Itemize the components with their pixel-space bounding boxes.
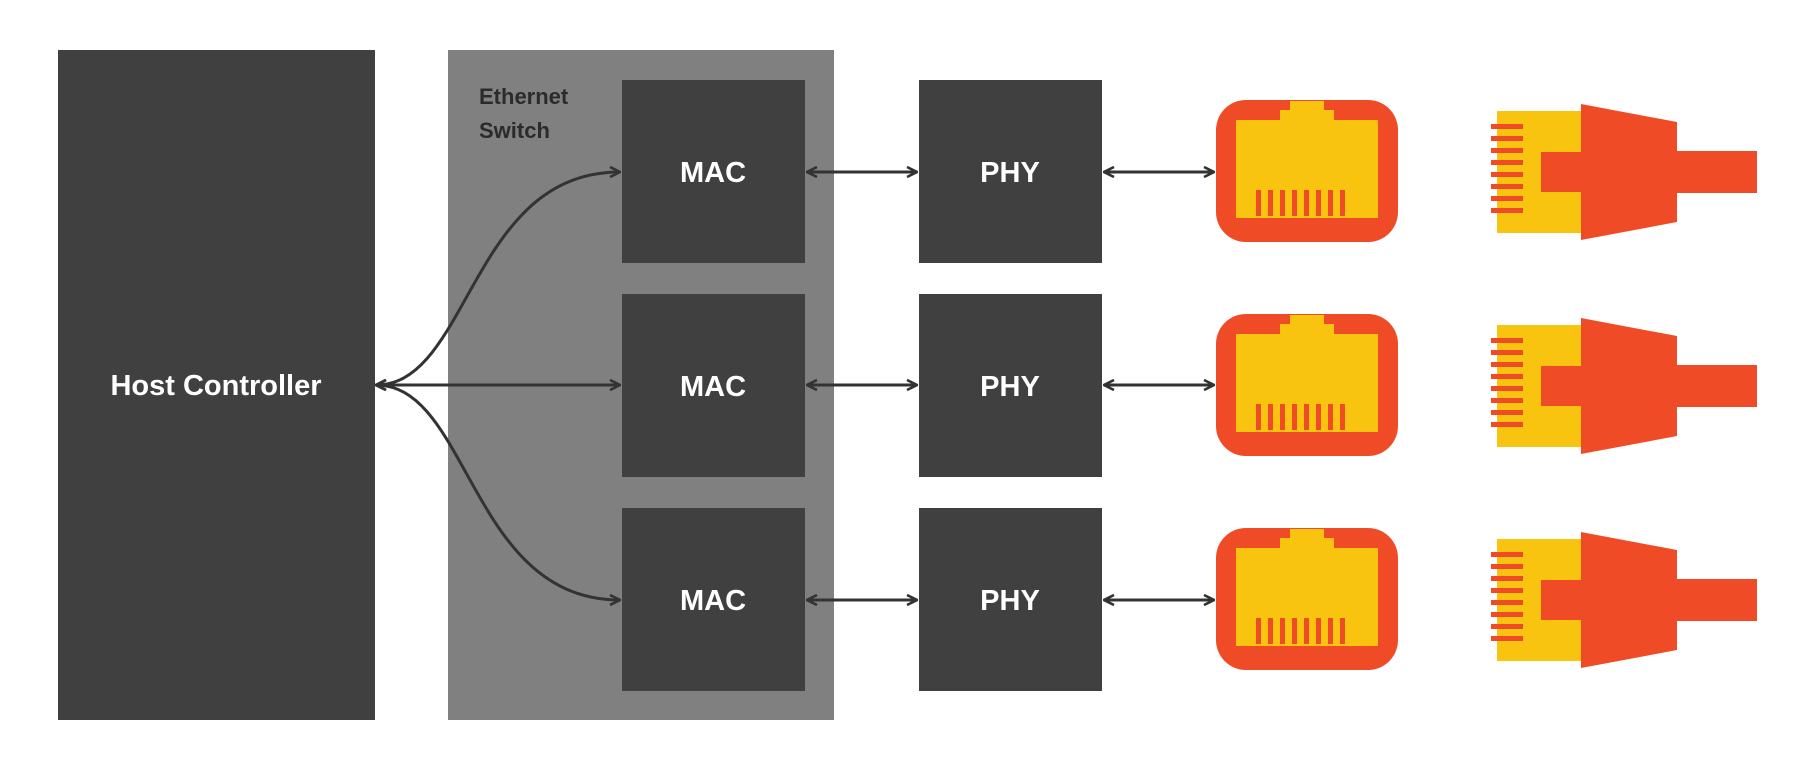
rj45-plug-icon bbox=[1491, 104, 1757, 240]
port-row-1: MAC PHY bbox=[622, 80, 1757, 263]
phy-block bbox=[919, 508, 1102, 691]
host-controller-label: Host Controller bbox=[110, 370, 321, 402]
mac-label: MAC bbox=[680, 157, 746, 189]
phy-label: PHY bbox=[980, 371, 1040, 403]
rj45-plug-icon bbox=[1491, 532, 1757, 668]
host-mac-connectors bbox=[376, 172, 620, 600]
mac-label: MAC bbox=[680, 585, 746, 617]
phy-label: PHY bbox=[980, 585, 1040, 617]
mac-label: MAC bbox=[680, 371, 746, 403]
host-to-mac-3-arrow bbox=[376, 385, 620, 600]
port-row-2: MAC PHY bbox=[622, 294, 1757, 477]
host-to-mac-1-arrow bbox=[376, 172, 620, 385]
mac-block bbox=[622, 508, 805, 691]
mac-block bbox=[622, 80, 805, 263]
rj45-jack-icon bbox=[1216, 100, 1398, 242]
rj45-jack-icon bbox=[1216, 528, 1398, 670]
rj45-jack-icon bbox=[1216, 314, 1398, 456]
host-controller-block bbox=[58, 50, 375, 720]
ethernet-switch-label: Ethernet bbox=[479, 84, 569, 109]
rj45-plug-icon bbox=[1491, 318, 1757, 454]
port-row-3: MAC PHY bbox=[622, 508, 1757, 691]
phy-label: PHY bbox=[980, 157, 1040, 189]
ethernet-switch-label-line2: Switch bbox=[479, 118, 550, 143]
phy-block bbox=[919, 294, 1102, 477]
phy-block bbox=[919, 80, 1102, 263]
mac-block bbox=[622, 294, 805, 477]
